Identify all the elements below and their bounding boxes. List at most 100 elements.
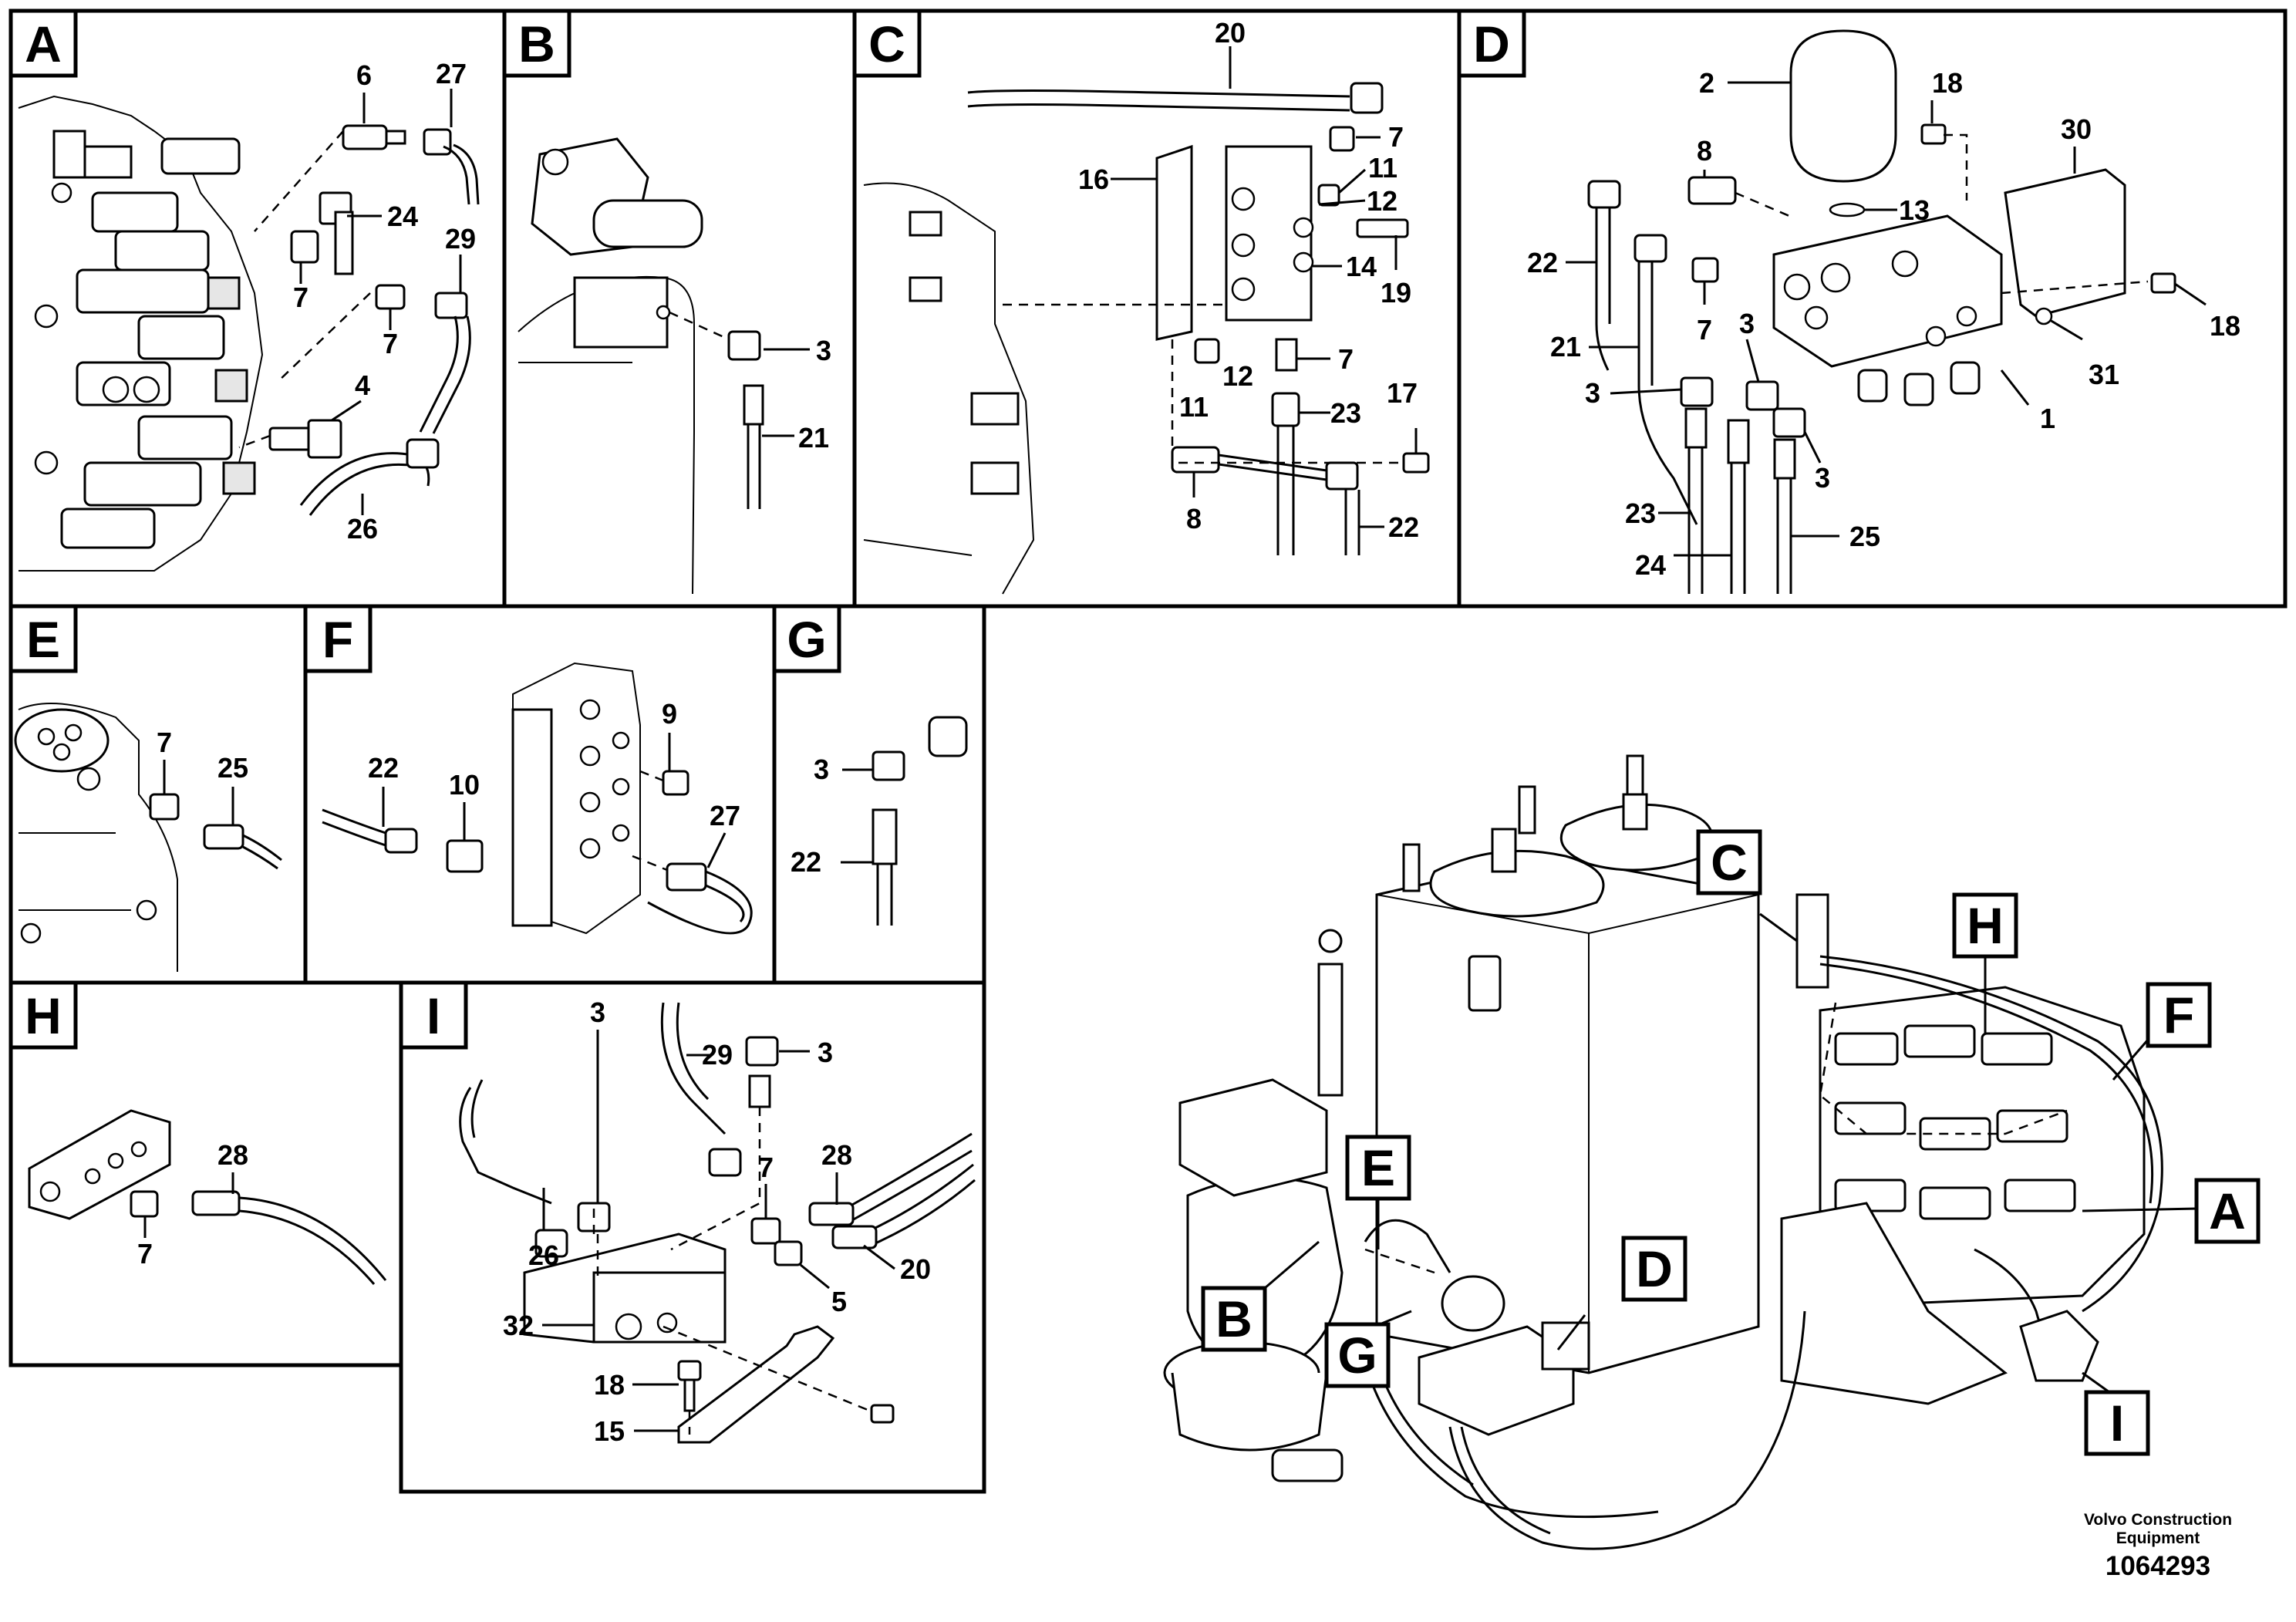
panel-tag-e-text: E [26, 611, 60, 668]
overview-tag-g: G [1337, 1327, 1377, 1384]
fitting-7-a [290, 230, 319, 264]
hose-26-i-end [534, 1229, 568, 1258]
panel-tag-g: G [772, 604, 841, 673]
callout-c-12b: 12 [1222, 360, 1253, 392]
panel-f-callouts: 9 22 10 27 [368, 698, 740, 831]
panel-h-drawing [28, 1109, 387, 1285]
dashed-link-f-1 [639, 770, 664, 782]
fitting-23-c [1271, 392, 1300, 427]
fitting-7-c2 [1275, 338, 1298, 372]
callout-d-31: 31 [2089, 359, 2119, 390]
callout-c-22: 22 [1388, 511, 1419, 543]
dashed-link-f-2 [632, 855, 668, 872]
swing-motor-top [1178, 1078, 1328, 1197]
dashed-link-i-1 [592, 1203, 599, 1280]
panel-a-callouts: 6 27 24 29 7 7 4 26 [293, 58, 476, 545]
overview-tag-d: D [1636, 1240, 1673, 1297]
hose-28 [238, 1196, 387, 1285]
hose-26-i [459, 1079, 552, 1205]
dashed-link-i-3 [663, 1325, 872, 1413]
hose-29 [419, 315, 471, 434]
callout-c-7b: 7 [1338, 343, 1354, 375]
leader-d-1 [2000, 369, 2030, 406]
cap-9 [662, 770, 689, 796]
callout-i-3b: 3 [818, 1037, 833, 1068]
panel-tag-e: E [8, 604, 78, 673]
panel-tags: A B C D E F G H [8, 8, 1526, 1050]
callout-c-8: 8 [1186, 503, 1202, 534]
callout-i-20: 20 [900, 1253, 931, 1285]
swing-motor-e-outline [18, 703, 178, 972]
swing-base [1171, 1372, 1328, 1452]
leader-c-12 [1318, 199, 1366, 206]
panel-tag-f: F [303, 604, 373, 673]
bracket-15 [677, 1325, 835, 1444]
hose-end-d1 [1587, 180, 1621, 209]
fitting-i-stem [748, 1074, 771, 1108]
callout-h-28: 28 [217, 1139, 248, 1171]
hose-28-i [851, 1132, 973, 1222]
hose-25-d [1776, 474, 1792, 594]
callout-i-5: 5 [831, 1286, 847, 1317]
hose-20-i-end [831, 1225, 878, 1249]
bolt-17 [1402, 452, 1430, 474]
panel-d-frame [1457, 8, 2288, 609]
hose-27 [443, 143, 480, 205]
leader-a-4 [331, 400, 362, 422]
block-c-overview [1795, 893, 1829, 989]
callout-g-22: 22 [791, 846, 821, 878]
panel-f-drawing [322, 662, 753, 935]
hose-28-i-end [808, 1202, 855, 1226]
tee-24-stem [334, 211, 354, 275]
elbow-3-d1 [1680, 376, 1714, 407]
panel-g-drawing [841, 716, 968, 926]
accumulator-overview [1441, 1275, 1505, 1332]
callout-d-30: 30 [2061, 113, 2092, 145]
callout-f-10: 10 [449, 769, 480, 801]
panel-i-drawing [459, 1002, 976, 1444]
fitting-8-d [1687, 176, 1737, 205]
hose-25-end [203, 824, 244, 850]
hose-21-fitting [743, 384, 764, 426]
callout-d-21: 21 [1550, 331, 1581, 363]
panel-tag-i: I [399, 980, 468, 1050]
panel-b-drawing [518, 137, 810, 595]
leader-f-27 [706, 832, 727, 868]
hose-22-f-end [384, 828, 418, 854]
callout-a-6: 6 [356, 59, 372, 91]
dashed-link-i-2 [670, 1107, 761, 1251]
panel-c-callouts: 20 7 16 11 12 14 19 7 11 12 23 17 8 22 [1078, 17, 1419, 543]
hose-22-c [1344, 490, 1360, 555]
hose-22-d [1595, 208, 1611, 371]
callout-a-4: 4 [355, 369, 370, 401]
plug-g [928, 716, 968, 757]
solenoid-block-overview [1418, 1325, 1575, 1436]
hose-run-1 [1819, 955, 2163, 1313]
panel-i-frame [399, 980, 986, 1494]
fitting-4-body [268, 427, 314, 451]
control-valve-outline-c [863, 182, 1035, 595]
fitting-7-e [149, 793, 180, 821]
callout-d-3a: 3 [1739, 308, 1755, 339]
callout-a-7a: 7 [293, 282, 308, 313]
hose-20 [967, 89, 1350, 112]
valve-bracket-f [511, 708, 553, 927]
elbow-27-fitting [423, 128, 452, 156]
bolt-i-right [870, 1404, 895, 1424]
panel-tag-i-text: I [426, 987, 440, 1044]
panel-i-callouts: 3 29 3 7 28 26 5 20 32 18 15 [503, 996, 931, 1447]
overview-tag-f: F [2163, 986, 2194, 1044]
callout-c-16: 16 [1078, 164, 1109, 195]
fitting-7-c [1329, 126, 1355, 152]
callout-d-25: 25 [1849, 521, 1880, 552]
panel-tag-h: H [8, 980, 78, 1050]
overview-tag-a: A [2209, 1182, 2246, 1239]
hose-27-f [647, 870, 753, 935]
panel-tag-g-text: G [787, 611, 826, 668]
callout-c-14: 14 [1346, 251, 1377, 282]
panel-tag-d-text: D [1473, 15, 1510, 73]
hose-22-g [876, 864, 893, 926]
hose-23-d [1687, 443, 1704, 594]
callout-c-7: 7 [1388, 121, 1404, 153]
panel-d-drawing [1566, 29, 2207, 594]
